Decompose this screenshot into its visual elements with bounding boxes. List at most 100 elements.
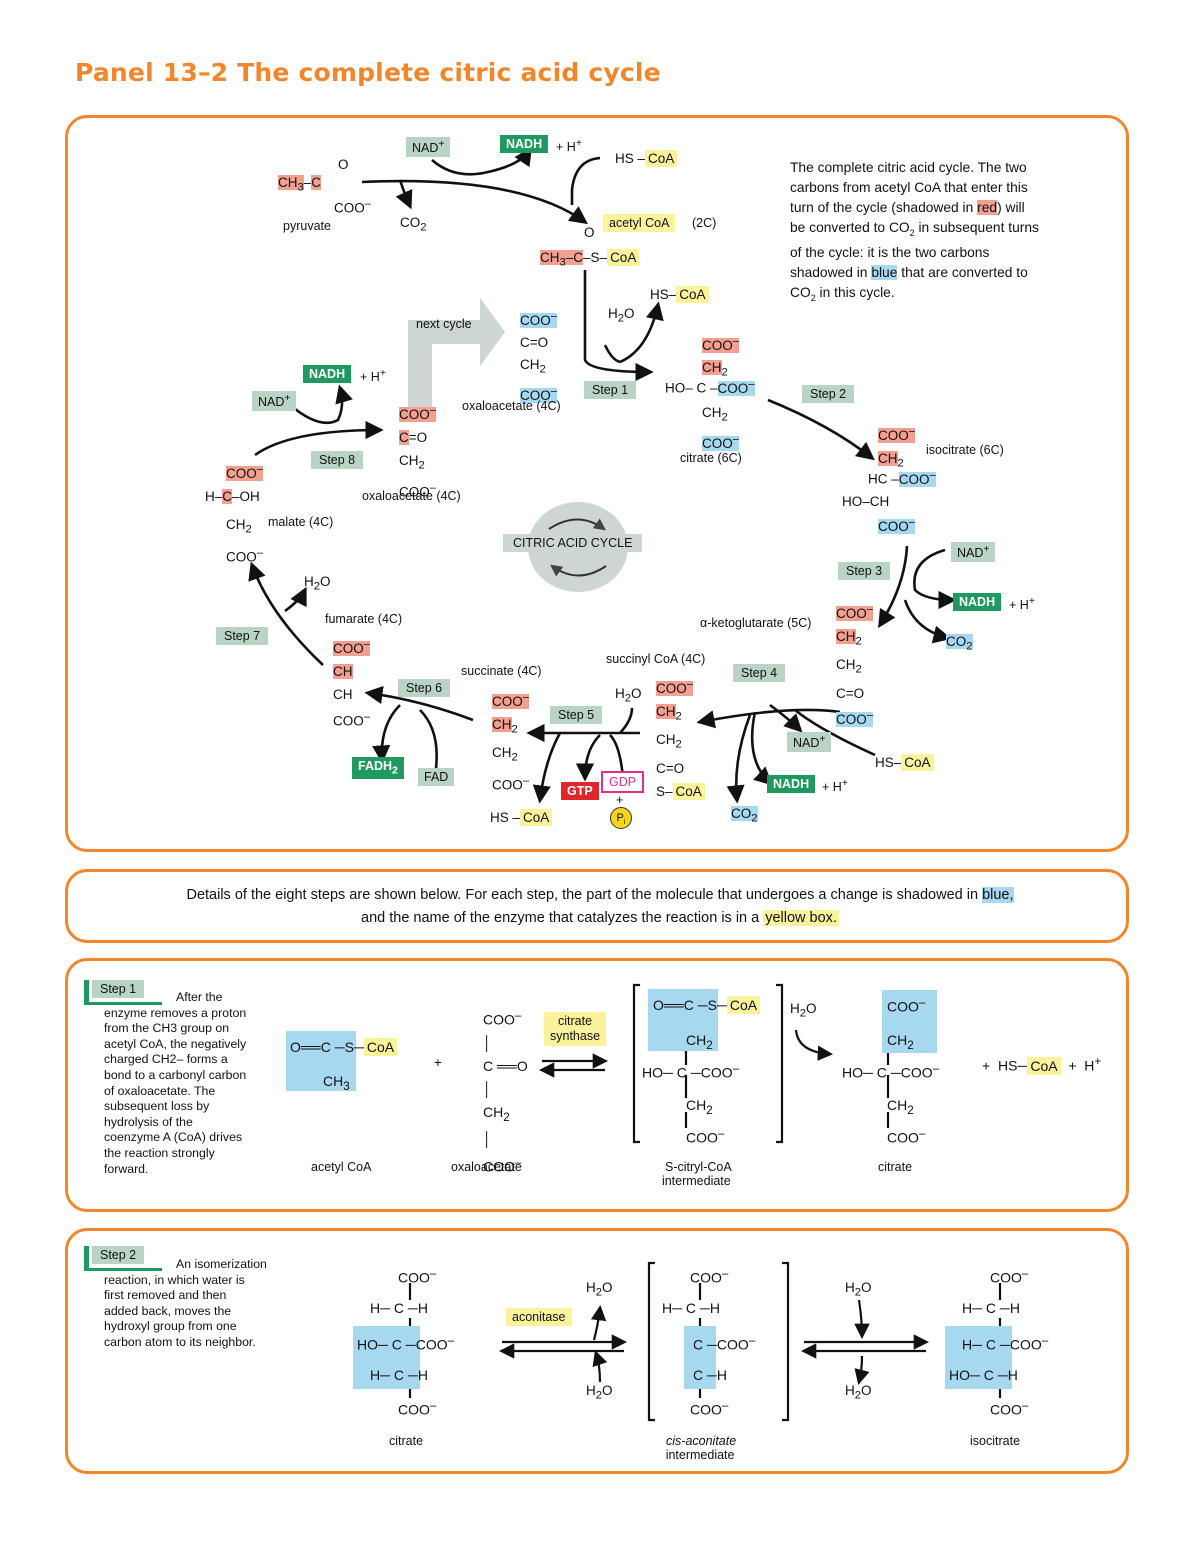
s2-acon-ch: C ─H — [693, 1367, 728, 1383]
acetyl-coa-detail: O══C ─S─CoA — [290, 1038, 398, 1056]
nad-step3: NAD+ — [951, 542, 996, 563]
hs-coa-step4: HS–CoA — [875, 754, 934, 771]
acetyl-coa-carbons: (2C) — [692, 216, 717, 230]
nad-step8: NAD+ — [252, 391, 297, 412]
s2-citrate-coo: COO– — [398, 1267, 437, 1286]
step-7-label: Step 7 — [216, 627, 269, 645]
step2-citrate-label: citrate — [389, 1434, 424, 1448]
step2-description: An isomerization reaction, in which wate… — [104, 1257, 267, 1349]
citrate-structure: COO–CH2 — [702, 335, 740, 379]
ketoglutarate-label: α-ketoglutarate (5C) — [700, 616, 812, 630]
step-3-label: Step 3 — [838, 562, 891, 580]
isocitrate-mid: HC –COO– — [868, 469, 936, 487]
citrate-highlight — [882, 990, 937, 1053]
gdp-label: GDP — [601, 771, 645, 793]
step2-label-bar — [84, 1246, 89, 1270]
citrate-detail-center: HO─ C ─COO– — [842, 1062, 940, 1081]
cycle-center-label: CITRIC ACID CYCLE — [503, 534, 643, 552]
succinate-label: succinate (4C) — [461, 664, 542, 678]
scitryl-ch2-lower: CH2 — [686, 1097, 713, 1117]
s2-iso-coo: COO– — [990, 1267, 1029, 1286]
citrate-detail-ch2: CH2 — [887, 1032, 914, 1052]
citrate-detail-coo-lower: COO– — [887, 1127, 926, 1146]
pyruvate-structure: CH3–C — [278, 175, 322, 194]
h-plus-top: + H+ — [556, 138, 582, 155]
nadh-step8: NADH — [303, 365, 352, 383]
h2o-step1-detail: H2O — [790, 1001, 817, 1020]
h-plus-step3: + H+ — [1009, 596, 1035, 613]
details-line-1: Details of the eight steps are shown bel… — [186, 887, 1014, 903]
oxaloacetate-detail: COO–│C ══O│CH2│COO– — [483, 1009, 528, 1176]
scitryl-center: HO─ C ─COO– — [642, 1062, 740, 1081]
fad-label: FAD — [418, 768, 455, 786]
hs-coa-step1: HS–CoA — [650, 286, 709, 303]
co2-step3: CO2 — [946, 634, 973, 653]
nadh-step3: NADH — [953, 593, 1002, 611]
h2o-step1: H2O — [608, 306, 635, 325]
step1-description: After the enzyme removes a proton from t… — [104, 990, 247, 1176]
citrate-detail-ch2-lower: CH2 — [887, 1097, 914, 1117]
isocitrate-ho: HO–CH — [842, 494, 890, 509]
h2o-s2-out: H2O — [586, 1280, 613, 1299]
oxaloacetate-left-label: oxaloacetate (4C) — [362, 489, 461, 503]
citrate-center: HO– C –COO– — [665, 378, 755, 396]
nad-top: NAD+ — [406, 137, 451, 158]
cycle-description: The complete citric acid cycle. The two … — [790, 160, 1039, 303]
h2o-s2-in2: H2O — [845, 1383, 872, 1402]
h2o-step7: H2O — [304, 574, 331, 593]
hs-coa-step5: HS –CoA — [490, 809, 553, 826]
aconitate-highlight — [684, 1326, 716, 1389]
aconitase-enzyme: aconitase — [506, 1308, 572, 1326]
malate-hcoh: H–C–OH — [205, 489, 260, 504]
gtp-label: GTP — [561, 782, 599, 800]
step-6-label: Step 6 — [398, 679, 451, 697]
page-title: Panel 13–2 The complete citric acid cycl… — [75, 58, 661, 87]
isocitrate-label: isocitrate (6C) — [926, 443, 1004, 457]
step2-citrate-highlight — [353, 1326, 420, 1389]
s2-citrate-coo2: COO– — [398, 1399, 437, 1418]
malate-label: malate (4C) — [268, 515, 334, 529]
step1-label-bar — [84, 980, 89, 1004]
step-8-label: Step 8 — [311, 451, 364, 469]
fumarate-label: fumarate (4C) — [325, 612, 403, 626]
step2-detail-label: Step 2 — [92, 1246, 145, 1264]
scitryl-highlight — [648, 989, 718, 1051]
isocitrate-structure: COO–CH2 — [878, 425, 916, 470]
pyruvate-label: pyruvate — [283, 219, 331, 233]
scitryl-coo: COO– — [686, 1127, 725, 1146]
acetyl-o: O — [584, 225, 595, 240]
plus-pi: + — [616, 793, 624, 807]
acetyl-ch3: CH3 — [323, 1073, 350, 1093]
details-line-2: and the name of the enzyme that catalyze… — [361, 910, 839, 926]
s2-acon-hch: H─ C ─H — [662, 1300, 720, 1316]
step1-detail-label: Step 1 — [92, 980, 145, 998]
step1-label-underline — [84, 1002, 162, 1005]
nad-step4: NAD+ — [787, 732, 832, 753]
s2-acon-c: C ─COO– — [693, 1334, 756, 1353]
s2-iso-hc: H─ C ─COO– — [962, 1334, 1049, 1353]
step-1-label: Step 1 — [584, 381, 637, 399]
next-cycle-label: next cycle — [416, 317, 472, 331]
acetyl-structure: CH3–C–S–CoA — [540, 249, 640, 270]
succinyl-coa-label: succinyl CoA (4C) — [606, 652, 706, 666]
co2-pyruvate: CO2 — [400, 215, 427, 234]
h2o-step5: H2O — [615, 686, 642, 705]
citrate-detail-coo: COO– — [887, 996, 926, 1015]
isocitrate-highlight — [945, 1326, 1012, 1389]
scitryl-top: O══C ─S─CoA — [653, 996, 761, 1014]
s2-iso-coo2: COO– — [990, 1399, 1029, 1418]
step1-citrate-label: citrate — [878, 1160, 913, 1174]
malate-coo: COO– — [226, 463, 264, 481]
h-plus-step8: + H+ — [360, 368, 386, 385]
step-4-label: Step 4 — [733, 664, 786, 682]
plus-step1: + — [434, 1055, 442, 1070]
